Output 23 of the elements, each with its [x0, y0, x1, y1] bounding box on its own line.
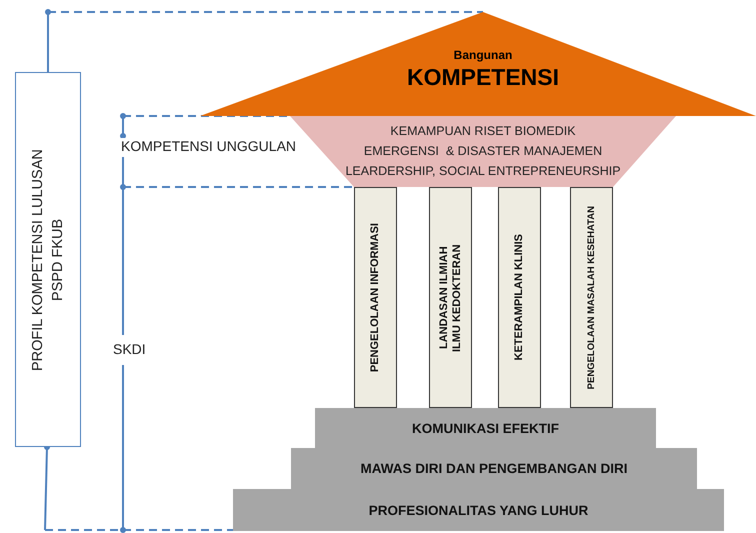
- step-label: MAWAS DIRI DAN PENGEMBANGAN DIRI: [360, 461, 628, 476]
- step-block: [315, 408, 656, 449]
- title-text: KOMPETENSI: [406, 64, 560, 91]
- pillar-label: LANDASAN ILMIAH ILMU KEDOKTERAN: [438, 242, 464, 354]
- pillar: [570, 187, 613, 408]
- competence-text: LEARDERSHIP, SOCIAL ENTREPRENEURSHIP: [345, 163, 621, 180]
- profile-label: PROFIL KOMPETENSI LULUSAN PSPD FKUB: [29, 148, 67, 372]
- bracket-label: SKDI: [113, 341, 146, 357]
- subtitle-text: Bangunan: [454, 48, 512, 63]
- pillar: [498, 187, 541, 408]
- roof-triangle: [200, 12, 756, 116]
- pillar: [354, 187, 397, 408]
- bracket-label: KOMPETENSI UNGGULAN: [121, 138, 296, 154]
- competence-text: EMERGENSI & DISASTER MANAJEMEN: [364, 143, 602, 160]
- step-label: KOMUNIKASI EFEKTIF: [412, 421, 559, 436]
- pillar-label: KETERAMPILAN KLINIS: [513, 234, 526, 361]
- step-label: PROFESIONALITAS YANG LUHUR: [368, 502, 588, 518]
- profile-box: [15, 72, 81, 447]
- step-block: [233, 489, 724, 531]
- pillar: [429, 187, 472, 408]
- pillar-label: PENGELOLAAN INFORMASI: [369, 222, 382, 372]
- pillar-label: PENGELOLAAN MASALAH KESEHATAN: [585, 206, 598, 390]
- competence-text: KEMAMPUAN RISET BIOMEDIK: [390, 123, 576, 140]
